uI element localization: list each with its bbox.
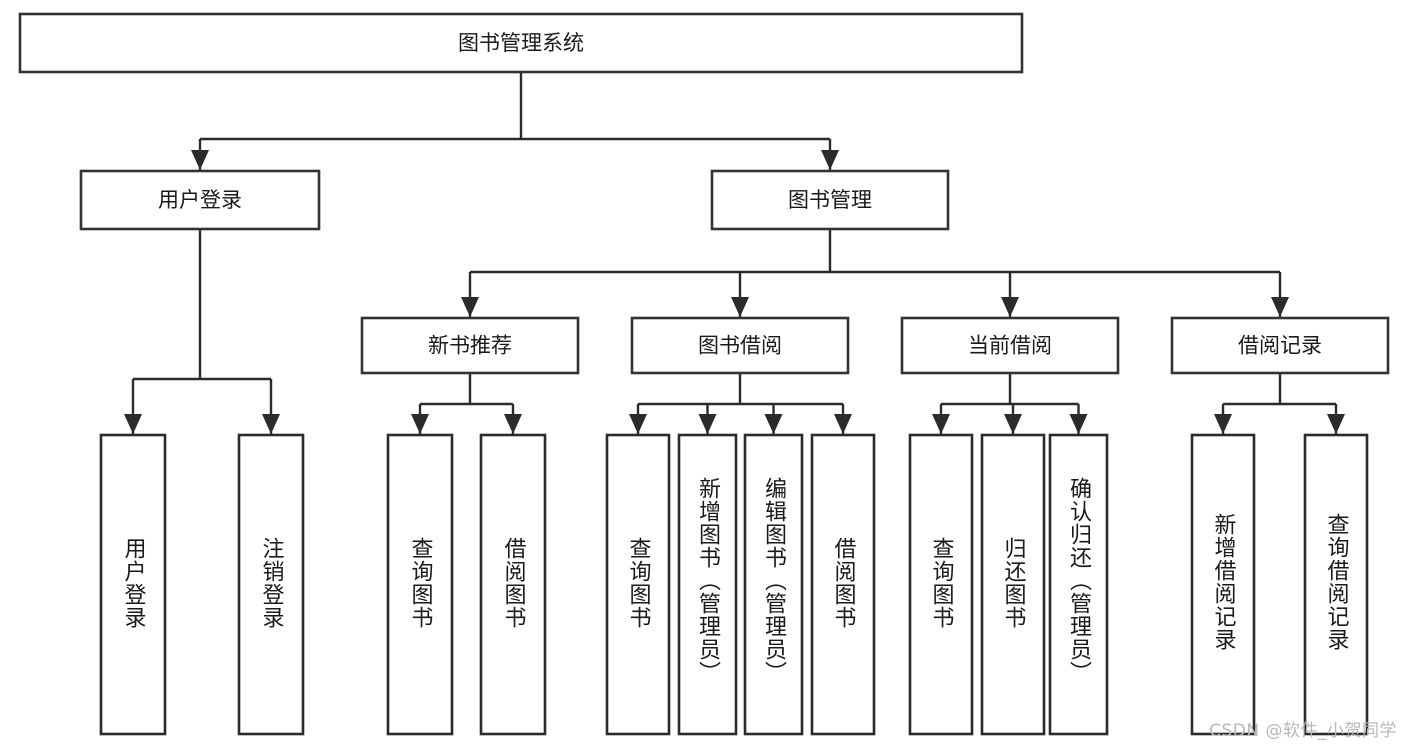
arrow-down-icon-level3-2	[1001, 297, 1019, 317]
arrow-down-icon-level2-1	[821, 150, 839, 170]
node-leaf-user-login[interactable]	[99, 433, 167, 736]
node-book-borrow[interactable]	[630, 316, 850, 375]
node-root-label: 图书管理系统	[458, 31, 584, 55]
node-leaf-user-logout[interactable]	[237, 433, 305, 736]
node-leaf-add-book[interactable]	[677, 433, 738, 736]
arrow-down-icon-level3-1	[731, 297, 749, 317]
node-leaf-edit-book[interactable]	[743, 433, 804, 736]
node-borrow-record[interactable]	[1170, 316, 1390, 375]
arrow-down-icon-level2-0	[191, 150, 209, 170]
node-leaf-query-book-cur[interactable]	[908, 433, 974, 736]
node-root[interactable]	[18, 12, 1024, 74]
arrow-down-icon-leaf-borrow-book-rec	[504, 414, 522, 434]
arrow-down-icon-leaf-confirm-return	[1069, 414, 1088, 434]
node-leaf-add-record[interactable]	[1190, 433, 1256, 736]
arrow-down-icon-leaf-return-book	[1004, 414, 1022, 434]
arrow-down-icon-leaf-query-book-cur	[932, 414, 950, 434]
arrow-down-icon-leaf-edit-book	[764, 414, 783, 434]
node-leaf-borrow-book-rec[interactable]	[479, 433, 547, 736]
node-user-login[interactable]	[79, 169, 321, 231]
node-current-borrow-label: 当前借阅	[968, 334, 1052, 358]
watermark-text: CSDN @软件_小贺同学	[1209, 721, 1397, 741]
arrow-down-icon-leaf-query-book-rec	[411, 414, 429, 434]
node-book-manage-label: 图书管理	[788, 188, 872, 212]
arrow-down-icon-leaf-user-logout	[262, 414, 280, 434]
node-leaf-query-record[interactable]	[1303, 433, 1369, 736]
node-leaf-return-book[interactable]	[980, 433, 1046, 736]
arrow-down-icon-level3-3	[1271, 297, 1289, 317]
node-borrow-record-label: 借阅记录	[1238, 334, 1322, 358]
node-new-book-rec[interactable]	[360, 316, 580, 375]
node-user-login-label: 用户登录	[158, 188, 242, 212]
node-current-borrow[interactable]	[900, 316, 1120, 375]
node-leaf-query-book-rec[interactable]	[386, 433, 454, 736]
node-leaf-query-book-borrow[interactable]	[605, 433, 671, 736]
node-book-manage[interactable]	[710, 169, 950, 231]
arrow-down-icon-leaf-user-login	[124, 414, 142, 434]
node-book-borrow-label: 图书借阅	[698, 334, 782, 358]
arrow-down-icon-leaf-add-book	[698, 414, 717, 434]
arrow-down-icon-leaf-query-record	[1327, 414, 1345, 434]
arrow-down-icon-leaf-add-record	[1214, 414, 1232, 434]
node-leaf-borrow-book[interactable]	[810, 433, 876, 736]
connectors-layer	[124, 72, 1345, 434]
arrow-down-icon-leaf-query-book-borrow	[629, 414, 647, 434]
node-leaf-confirm-return[interactable]	[1048, 433, 1109, 736]
arrow-down-icon-level3-0	[461, 297, 479, 317]
node-new-book-rec-label: 新书推荐	[428, 334, 512, 358]
arrow-down-icon-leaf-borrow-book	[834, 414, 852, 434]
